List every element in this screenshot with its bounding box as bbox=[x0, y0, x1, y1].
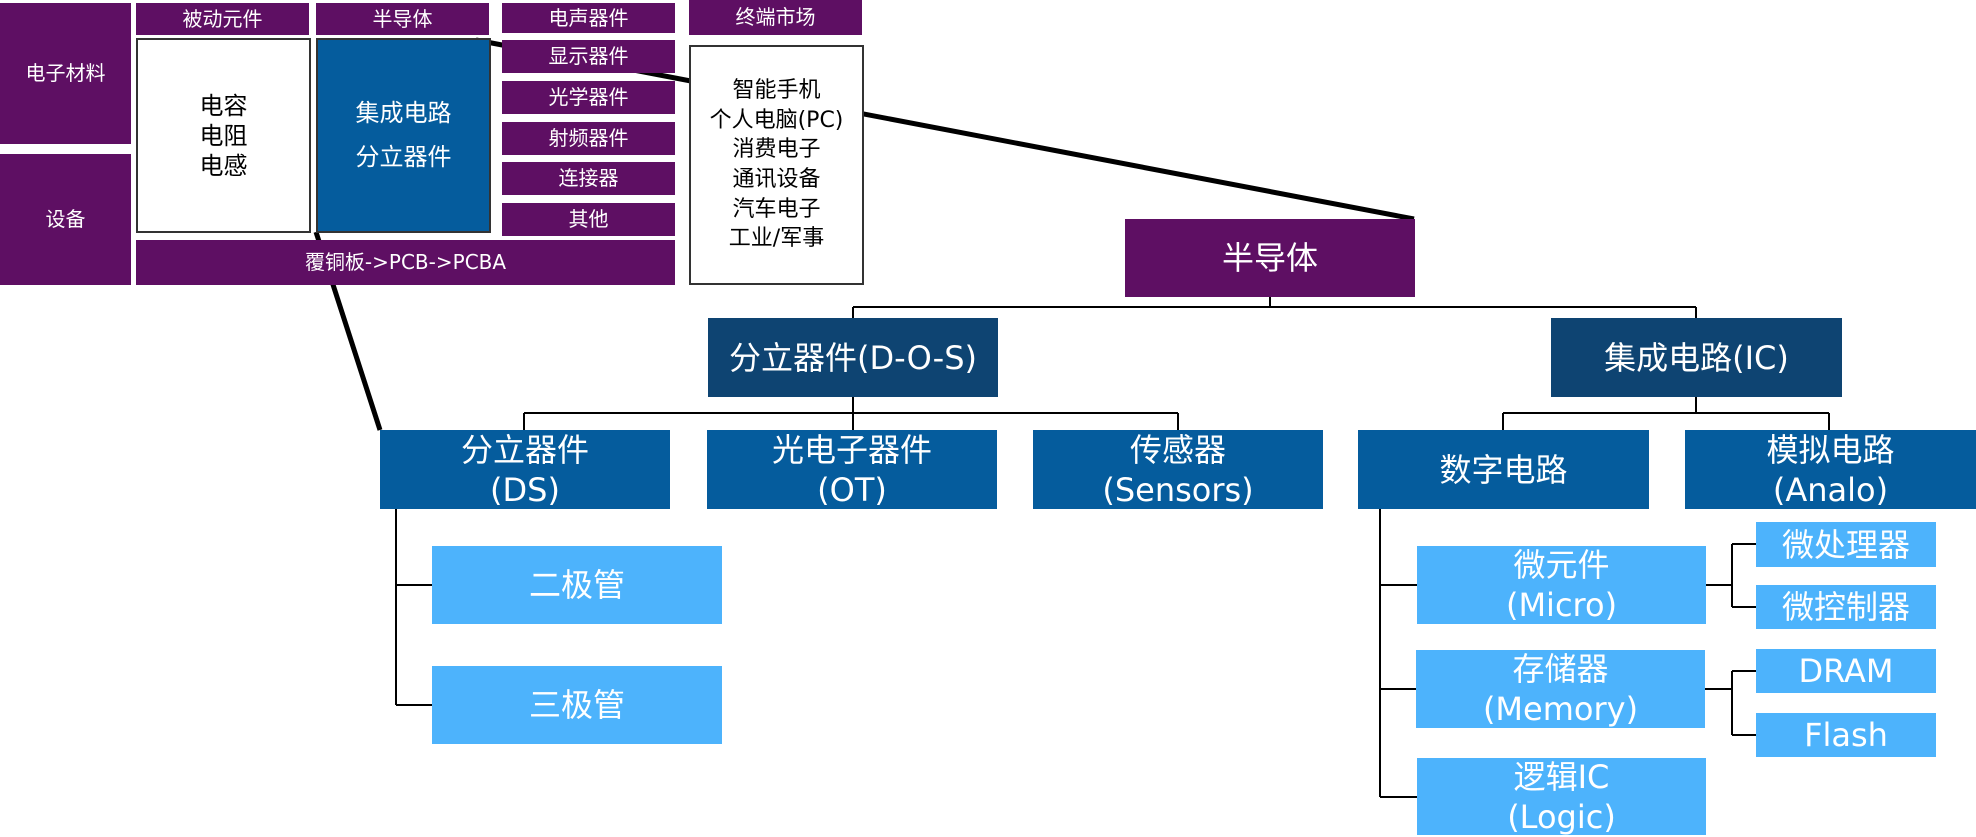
node-sublabel: (Logic) bbox=[1507, 797, 1616, 836]
passive-item: 电感 bbox=[199, 151, 248, 180]
column-header-end-market: 终端市场 bbox=[689, 0, 862, 35]
node-label: 传感器 bbox=[1129, 430, 1226, 469]
leaf-transistor: 三极管 bbox=[432, 666, 722, 744]
node-sensors: 传感器 (Sensors) bbox=[1033, 430, 1323, 509]
node-discrete-ds: 分立器件 (DS) bbox=[380, 430, 670, 509]
node-sublabel: (OT) bbox=[817, 470, 887, 509]
node-analog-circuit: 模拟电路 (Analo) bbox=[1685, 430, 1976, 509]
semiconductor-item: 集成电路 bbox=[355, 99, 452, 128]
end-market-list: 智能手机 个人电脑(PC) 消费电子 通讯设备 汽车电子 工业/军事 bbox=[689, 45, 864, 285]
leaf-dram: DRAM bbox=[1756, 649, 1936, 693]
node-sublabel: (Micro) bbox=[1505, 586, 1618, 624]
node-logic-ic: 逻辑IC (Logic) bbox=[1417, 757, 1706, 836]
node-integrated-circuit: 集成电路(IC) bbox=[1551, 318, 1842, 397]
row-label-equipment: 设备 bbox=[0, 154, 131, 285]
end-market-item: 个人电脑(PC) bbox=[709, 107, 844, 133]
component-connector: 连接器 bbox=[502, 162, 675, 195]
passive-item: 电阻 bbox=[199, 121, 248, 150]
component-other: 其他 bbox=[502, 203, 675, 236]
node-sublabel: (Memory) bbox=[1482, 690, 1639, 728]
node-label: 逻辑IC bbox=[1513, 757, 1610, 796]
node-sublabel: (DS) bbox=[490, 470, 560, 509]
pcb-chain-bar: 覆铜板->PCB->PCBA bbox=[136, 240, 675, 285]
end-market-item: 汽车电子 bbox=[732, 196, 821, 222]
node-discrete-devices: 分立器件(D-O-S) bbox=[708, 318, 998, 397]
node-label: 分立器件 bbox=[460, 430, 589, 469]
tree-root-semiconductor: 半导体 bbox=[1125, 219, 1415, 297]
node-sublabel: (Analo) bbox=[1772, 470, 1889, 509]
row-label-materials: 电子材料 bbox=[0, 3, 131, 144]
node-label: 微元件 bbox=[1513, 546, 1610, 584]
component-rf: 射频器件 bbox=[502, 122, 675, 155]
semiconductor-item: 分立器件 bbox=[355, 142, 452, 171]
end-market-item: 工业/军事 bbox=[728, 226, 825, 252]
node-sublabel: (Sensors) bbox=[1102, 470, 1254, 509]
leaf-diode: 二极管 bbox=[432, 546, 722, 624]
column-header-semiconductor: 半导体 bbox=[316, 3, 489, 35]
leaf-microprocessor: 微处理器 bbox=[1756, 522, 1936, 567]
node-label: 光电子器件 bbox=[771, 430, 932, 469]
node-label: 存储器 bbox=[1512, 650, 1609, 688]
leaf-flash: Flash bbox=[1756, 713, 1936, 757]
node-optoelectronics-ot: 光电子器件 (OT) bbox=[707, 430, 997, 509]
component-optical: 光学器件 bbox=[502, 81, 675, 114]
node-micro: 微元件 (Micro) bbox=[1417, 546, 1706, 624]
column-header-passive: 被动元件 bbox=[136, 3, 309, 35]
passive-item: 电容 bbox=[199, 91, 248, 120]
passive-components-list: 电容 电阻 电感 bbox=[136, 38, 311, 233]
node-memory: 存储器 (Memory) bbox=[1416, 650, 1705, 728]
semiconductor-highlight-box: 集成电路 分立器件 bbox=[316, 38, 491, 233]
column-header-electroacoustic: 电声器件 bbox=[502, 3, 675, 33]
node-digital-circuit: 数字电路 bbox=[1358, 430, 1649, 509]
end-market-item: 智能手机 bbox=[732, 77, 821, 103]
end-market-item: 通讯设备 bbox=[732, 167, 821, 192]
leaf-microcontroller: 微控制器 bbox=[1756, 585, 1936, 629]
end-market-item: 消费电子 bbox=[732, 137, 821, 163]
node-label: 模拟电路 bbox=[1766, 430, 1895, 469]
component-display: 显示器件 bbox=[502, 40, 675, 73]
